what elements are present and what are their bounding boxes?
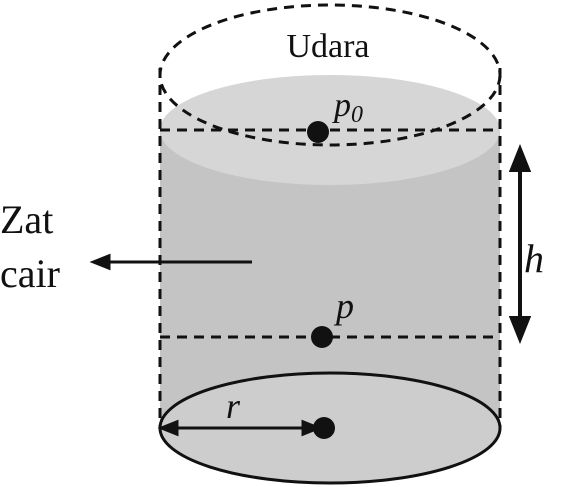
air-label: Udara bbox=[286, 28, 369, 65]
surface-pressure-symbol: p bbox=[332, 87, 351, 124]
radius-label: r bbox=[226, 386, 241, 426]
depth-point bbox=[311, 326, 333, 348]
depth-label: h bbox=[524, 236, 544, 281]
surface-point bbox=[307, 121, 329, 143]
center-point bbox=[313, 417, 335, 439]
surface-pressure-label: p0 bbox=[332, 87, 363, 128]
cylinder-top-rim bbox=[158, 3, 502, 147]
surface-pressure-subscript: 0 bbox=[351, 102, 363, 128]
point-pressure-label: p bbox=[333, 286, 354, 326]
liquid-label-line1: Zat bbox=[0, 197, 53, 242]
liquid-label-line2: cair bbox=[0, 251, 60, 296]
